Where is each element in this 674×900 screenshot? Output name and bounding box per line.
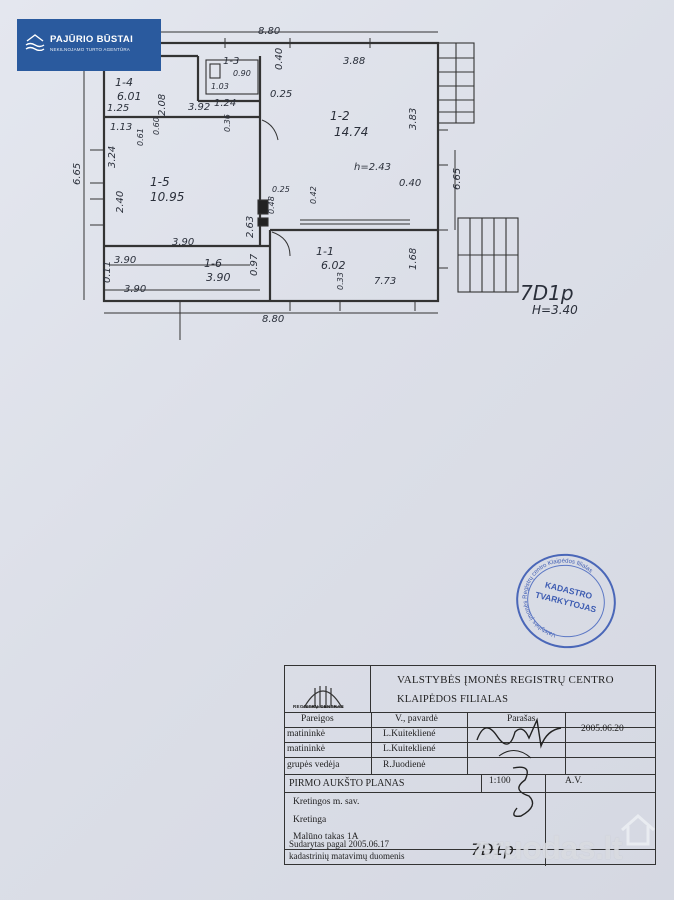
dim-125: 1.25 xyxy=(107,103,129,114)
title-block: REGISTRŲ CENTRAS VALSTYBĖS ĮMONĖS REGIST… xyxy=(284,665,656,866)
stamp-ring-text: Valstybės įmonės Registrų centro Klaipėd… xyxy=(514,550,594,643)
org-line-2: KLAIPĖDOS FILIALAS xyxy=(397,694,509,705)
dim-025a: 0.25 xyxy=(270,89,292,100)
dim-011: 0.11 xyxy=(102,261,113,283)
room-1-4-area: 6.01 xyxy=(117,90,142,103)
dim-left: 6.65 xyxy=(72,163,83,185)
dim-048: 0.48 xyxy=(267,196,276,214)
dim-042: 0.42 xyxy=(309,186,318,204)
dim-388: 3.88 xyxy=(343,56,365,67)
official-stamp: Valstybės įmonės Registrų centro Klaipėd… xyxy=(506,543,626,659)
dim-right: 6.65 xyxy=(452,168,463,190)
room-1-3-id: 1-3 xyxy=(223,56,239,67)
dim-097: 0.97 xyxy=(249,253,260,276)
dim-263: 2.63 xyxy=(245,216,256,238)
dim-208: 2.08 xyxy=(157,94,168,116)
header-name: V., pavardė xyxy=(395,714,438,724)
address-line-3: Malūno takas 1A xyxy=(293,832,359,842)
room-height: h=2.43 xyxy=(354,162,391,173)
room-1-1-id: 1-1 xyxy=(316,245,334,258)
header-signature: Parašas xyxy=(507,714,536,724)
address-line-1: Kretingos m. sav. xyxy=(293,797,360,807)
dim-040b: 0.40 xyxy=(399,178,421,189)
plan-title: PIRMO AUKŠTO PLANAS xyxy=(289,778,405,789)
dim-324: 3.24 xyxy=(107,146,118,168)
row3-name: R.Juodienė xyxy=(383,760,426,770)
dim-bottom: 8.80 xyxy=(262,314,284,325)
room-1-6-area: 3.90 xyxy=(206,271,231,284)
header-role: Pareigos xyxy=(301,714,334,724)
row1-date: 2005.06.20 xyxy=(581,724,624,734)
room-1-2-id: 1-2 xyxy=(330,109,350,123)
dim-061: 0.61 xyxy=(136,128,145,146)
house-watermark-icon xyxy=(621,814,655,846)
org-line-1: VALSTYBĖS ĮMONĖS REGISTRŲ CENTRO xyxy=(397,674,614,686)
dim-390b: 3.90 xyxy=(114,255,136,266)
dim-392: 3.92 xyxy=(188,102,210,113)
dim-103: 1.03 xyxy=(211,82,229,91)
dim-168: 1.68 xyxy=(408,248,419,270)
room-1-2-area: 14.74 xyxy=(334,125,368,139)
agency-logo: PAJŪRIO BŪSTAI NEKILNOJAMO TURTO AGENTŪR… xyxy=(17,19,161,71)
dim-773: 7.73 xyxy=(374,276,396,287)
building-code: 7D1p xyxy=(520,281,574,305)
compiled-line-1: Sudarytas pagal 2005.06.17 xyxy=(289,839,389,849)
agency-tagline: NEKILNOJAMO TURTO AGENTŪRA xyxy=(50,47,130,52)
room-1-5-id: 1-5 xyxy=(150,175,170,189)
dim-060: 0.60 xyxy=(152,117,161,135)
address-line-2: Kretinga xyxy=(293,815,327,825)
row1-role: matininkė xyxy=(287,729,325,739)
registru-centras-caption: REGISTRŲ CENTRAS xyxy=(293,704,345,709)
dim-036: 0.36 xyxy=(223,114,232,132)
dim-033: 0.33 xyxy=(336,272,345,290)
dim-390a: 3.90 xyxy=(172,237,194,248)
building-height: H=3.40 xyxy=(532,303,578,317)
room-1-4-id: 1-4 xyxy=(115,76,133,89)
agency-name: PAJŪRIO BŪSTAI xyxy=(50,34,134,45)
plan-code: 7D1p xyxy=(471,840,514,859)
signature-2 xyxy=(512,766,534,818)
room-1-6-id: 1-6 xyxy=(204,257,222,270)
registru-centras-logo xyxy=(303,686,343,708)
dim-124: 1.24 xyxy=(214,98,236,109)
dim-383: 3.83 xyxy=(408,108,419,130)
dim-top: 8.80 xyxy=(258,26,280,37)
row1-name: L.Kuitekliené xyxy=(383,729,436,739)
room-1-1-area: 6.02 xyxy=(321,259,346,272)
signature-1 xyxy=(476,717,562,759)
dim-090: 0.90 xyxy=(233,69,251,78)
row3-role: grupės vedėja xyxy=(287,760,340,770)
dim-025b: 0.25 xyxy=(272,185,290,194)
watermark-text: aruodas.lt xyxy=(474,830,622,866)
compiled-line-2: kadastrinių matavimų duomenis xyxy=(289,851,405,861)
row2-name: L.Kuitekliené xyxy=(383,744,436,754)
room-1-5-area: 10.95 xyxy=(150,190,184,204)
dim-040a: 0.40 xyxy=(274,48,285,70)
dim-240: 2.40 xyxy=(115,191,126,213)
dim-390c: 3.90 xyxy=(124,284,146,295)
building-wave-icon xyxy=(25,34,45,51)
scale: 1:100 xyxy=(489,776,511,786)
dim-113: 1.13 xyxy=(110,122,132,133)
row2-role: matininkė xyxy=(287,744,325,754)
av-label: A.V. xyxy=(565,776,583,786)
